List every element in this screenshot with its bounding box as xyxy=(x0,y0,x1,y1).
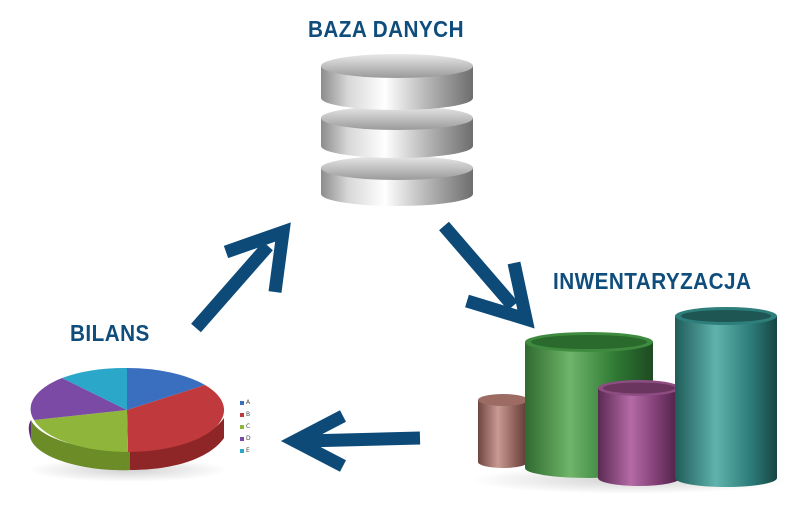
legend-label: A xyxy=(246,399,251,406)
pie-chart-icon xyxy=(28,367,228,482)
legend-item: D xyxy=(240,435,251,442)
arrow-inventory-to-bilans xyxy=(280,410,421,472)
inventory-label: INWENTARYZACJA xyxy=(553,268,752,294)
legend-label: C xyxy=(246,423,251,430)
balance-label: BILANS xyxy=(70,320,150,346)
legend-item: B xyxy=(240,411,250,418)
cylinder-bars-icon xyxy=(470,307,790,494)
database-label: BAZA DANYCH xyxy=(308,16,464,42)
legend-item: C xyxy=(240,423,250,430)
cylinder-rose xyxy=(478,394,528,468)
database-icon xyxy=(321,54,473,206)
legend-swatch xyxy=(240,424,244,429)
legend-item: E xyxy=(240,447,250,454)
arrow-bilans-to-database xyxy=(191,222,291,333)
legend-label: B xyxy=(246,411,251,418)
legend-swatch xyxy=(240,412,244,417)
legend-swatch xyxy=(240,436,244,441)
arrow-database-to-inventory xyxy=(439,221,535,329)
cylinder-teal xyxy=(675,307,777,487)
legend-label: D xyxy=(246,435,251,442)
legend-swatch xyxy=(240,400,244,405)
legend-item: A xyxy=(240,399,250,406)
cylinder-purple xyxy=(598,380,680,486)
legend-swatch xyxy=(240,448,244,453)
legend-label: E xyxy=(246,447,250,454)
